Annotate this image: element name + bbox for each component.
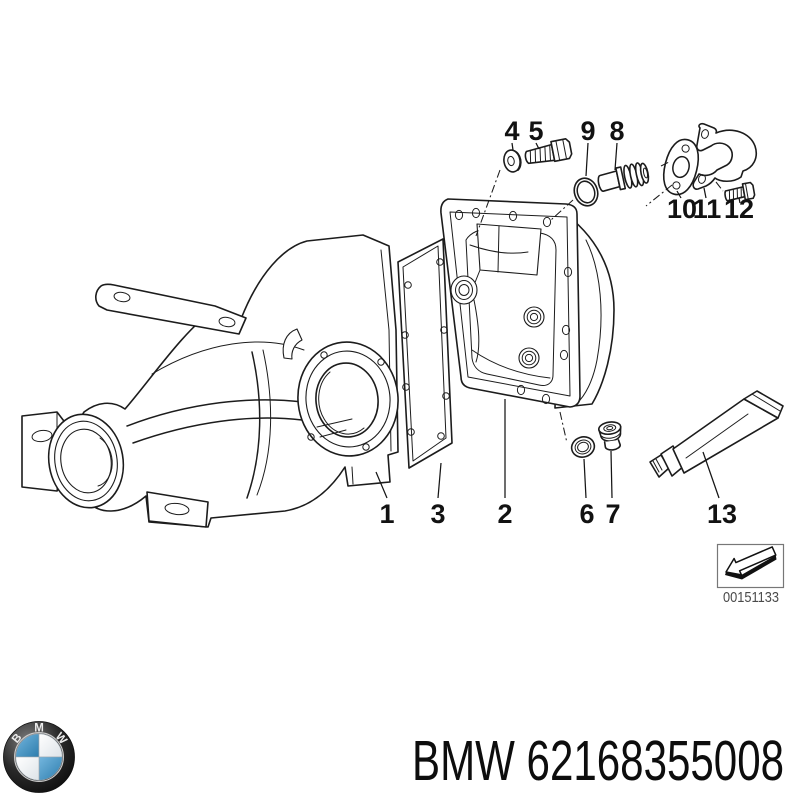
callout-8: 8 (609, 116, 624, 146)
callout-12: 12 (724, 194, 754, 224)
drain-plug-drawing (598, 421, 622, 451)
housing-axle-neck-rings (47, 413, 125, 509)
leader-lines (375, 142, 741, 499)
cover-threaded-boss-upper (523, 306, 545, 328)
bolt-drawing (524, 137, 573, 165)
seal-ring-drawing (570, 436, 596, 458)
rear-cover-drawing (440, 198, 615, 409)
callout-labels: 1 3 2 6 7 13 4 5 9 8 10 11 12 (379, 116, 754, 529)
bracket-drawing (692, 122, 758, 190)
housing-feet (146, 466, 354, 528)
sealant-tube-drawing (649, 390, 784, 478)
cover-bearing-hub (450, 275, 478, 305)
callout-4: 4 (504, 116, 519, 146)
callout-13: 13 (707, 499, 737, 529)
callout-5: 5 (528, 116, 543, 146)
callout-11: 11 (693, 194, 722, 224)
bmw-roundel-logo: B M W (3, 721, 75, 793)
callout-6: 6 (579, 499, 594, 529)
callout-9: 9 (580, 116, 595, 146)
callout-3: 3 (430, 499, 445, 529)
housing-front-flange-ring (297, 341, 399, 457)
cover-bolt-holes (454, 207, 573, 405)
flange-gasket-drawing (662, 138, 700, 196)
logo-letter-m: M (34, 723, 44, 735)
cover-threaded-boss-lower (518, 347, 540, 369)
screw-drawing (724, 181, 756, 202)
callout-10: 10 (667, 194, 697, 224)
stamp-code: 00151133 (723, 589, 779, 606)
final-drive-housing-drawing (21, 234, 399, 528)
part-number-text: BMW 62168355008 (412, 729, 784, 793)
direction-arrow-stamp: 00151133 (716, 543, 785, 606)
callout-2: 2 (497, 499, 512, 529)
o-ring-drawing (573, 177, 599, 207)
callout-7: 7 (605, 499, 620, 529)
vent-plug-drawing (597, 162, 650, 192)
assembly-axis-lines (475, 161, 724, 444)
callout-1: 1 (379, 499, 394, 529)
washer-drawing (503, 149, 522, 173)
cover-gasket-drawing (397, 238, 453, 469)
